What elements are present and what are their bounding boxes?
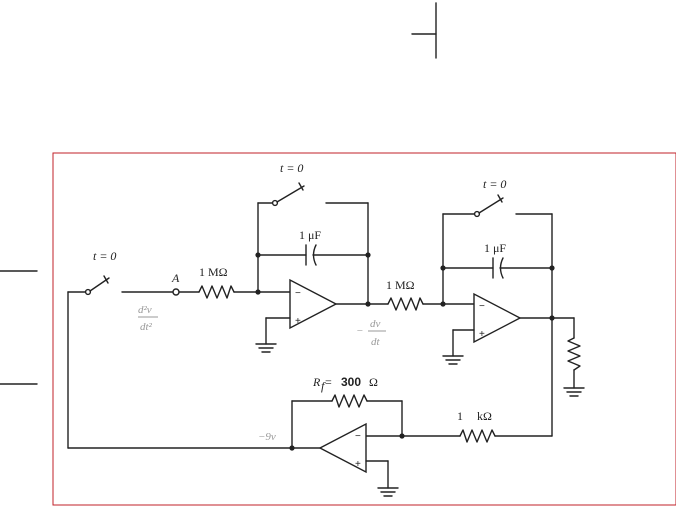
- neg9v-label: −9v: [258, 431, 276, 443]
- cap1-label: 1 μF: [299, 228, 321, 242]
- svg-text:d²v: d²v: [138, 304, 152, 316]
- svg-text:−: −: [479, 301, 485, 312]
- op-amp-1: − +: [255, 278, 369, 353]
- load-resistor: [563, 317, 585, 397]
- r-in2-label: 1 MΩ: [386, 278, 415, 292]
- op-amp-3: − +: [67, 422, 399, 497]
- cap2-label: 1 μF: [484, 241, 506, 255]
- crop-marks: [0, 2, 437, 385]
- svg-text:dv: dv: [370, 318, 381, 330]
- svg-text:−: −: [355, 431, 361, 442]
- r-k-value-label: 1: [457, 409, 463, 423]
- r-in1-label: 1 MΩ: [199, 265, 228, 279]
- input-switch: [67, 275, 174, 296]
- integrator1-feedback: [257, 182, 369, 305]
- svg-text:Ω: Ω: [369, 375, 378, 389]
- svg-text:−: −: [356, 325, 363, 337]
- svg-text:300: 300: [341, 375, 361, 389]
- d2v-dt2-label: d²v dt²: [138, 304, 158, 333]
- feedback-1k-resistor: [365, 317, 553, 443]
- switch2-time-label: t = 0: [280, 161, 303, 175]
- node-a-terminal: [172, 288, 180, 296]
- svg-text:+: +: [295, 316, 301, 327]
- svg-text:=: =: [325, 375, 332, 389]
- integrator2-feedback: [442, 194, 553, 319]
- r-k-unit-label: kΩ: [477, 409, 492, 423]
- dv-dt-label: − dv dt: [356, 318, 386, 348]
- rf-label: R f = 300 Ω: [312, 375, 378, 393]
- input-resistor-1: [178, 285, 293, 299]
- switch3-time-label: t = 0: [483, 177, 506, 191]
- svg-text:R: R: [312, 375, 321, 389]
- svg-text:dt: dt: [371, 336, 381, 348]
- figure-frame: [52, 152, 676, 506]
- svg-text:f: f: [321, 379, 326, 393]
- svg-text:−: −: [295, 288, 301, 299]
- op-amp-2: − +: [442, 292, 575, 365]
- svg-text:+: +: [355, 459, 361, 470]
- svg-text:dt²: dt²: [140, 321, 153, 333]
- switch1-time-label: t = 0: [93, 249, 116, 263]
- node-a-label: A: [171, 271, 180, 285]
- input-resistor-2: [367, 297, 477, 311]
- svg-text:+: +: [479, 329, 485, 340]
- rf-feedback: [291, 394, 403, 449]
